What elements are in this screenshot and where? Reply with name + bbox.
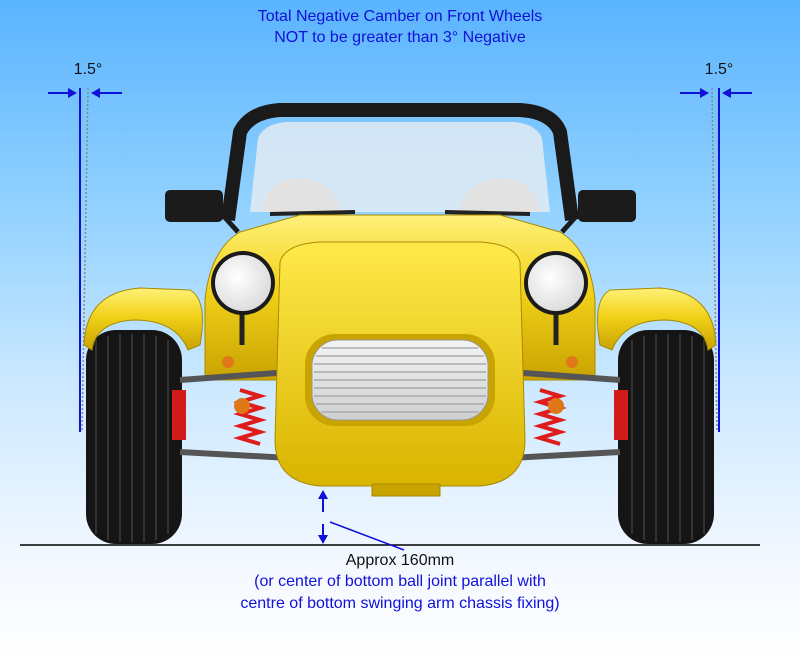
ride-height-indicator xyxy=(318,490,405,551)
right-camber-arrowhead-right xyxy=(722,88,731,98)
right-camber-arrowhead-left xyxy=(700,88,709,98)
suspension xyxy=(179,369,621,461)
ride-height-note-line-2: centre of bottom swinging arm chassis fi… xyxy=(240,595,560,612)
right-wing xyxy=(597,287,717,351)
left-headlamp xyxy=(211,251,275,345)
left-mirror xyxy=(165,190,240,234)
left-camber-tilted-line xyxy=(81,87,89,433)
left-camber-arrowhead-right xyxy=(91,88,100,98)
ride-height-arrowhead-down xyxy=(318,535,328,544)
left-coil-spring xyxy=(233,388,267,446)
ride-height-note-line-1: (or center of bottom ball joint parallel… xyxy=(254,573,546,590)
right-wiper xyxy=(444,210,531,216)
right-camber-angle-label: 1.5° xyxy=(704,61,734,78)
ride-height-leader-line xyxy=(329,521,405,551)
grille xyxy=(305,334,495,426)
ride-height-arrowhead-up xyxy=(318,490,328,499)
right-ball-joint xyxy=(548,398,564,414)
left-camber-angle-label: 1.5° xyxy=(73,61,103,78)
left-wing xyxy=(83,287,203,351)
left-ball-joint xyxy=(234,398,250,414)
left-indicator xyxy=(222,356,234,368)
number-plate-mount xyxy=(371,483,441,497)
right-coil-spring xyxy=(533,388,567,446)
right-camber-tilted-line xyxy=(711,87,718,433)
left-camber-arrowhead-left xyxy=(68,88,77,98)
diagram-title-line-2: NOT to be greater than 3° Negative xyxy=(274,29,526,46)
ride-height-label: Approx 160mm xyxy=(345,552,455,569)
right-headlamp xyxy=(524,251,588,345)
left-wheel xyxy=(86,330,186,544)
left-wiper xyxy=(269,210,356,216)
seats xyxy=(262,178,540,212)
right-wheel xyxy=(614,330,714,544)
right-mirror xyxy=(560,190,636,234)
diagram-title-line-1: Total Negative Camber on Front Wheels xyxy=(257,8,543,25)
right-indicator xyxy=(566,356,578,368)
left-camber-indicator xyxy=(48,87,122,433)
right-camber-indicator xyxy=(680,87,752,433)
